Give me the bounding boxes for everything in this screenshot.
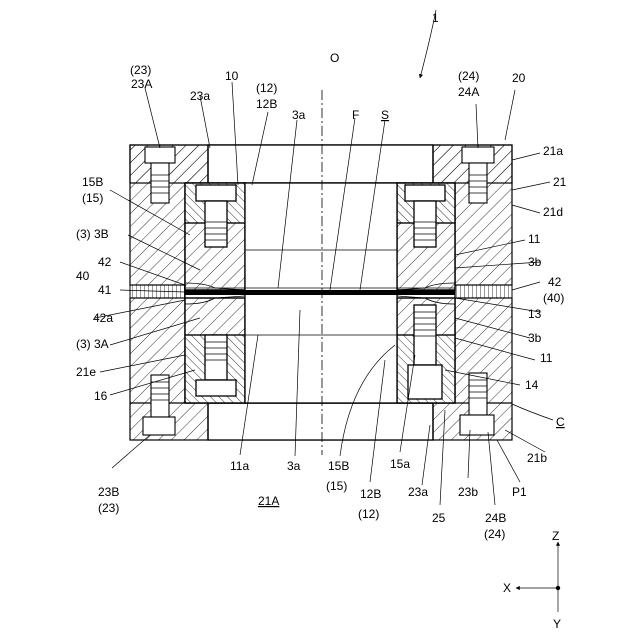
left-lower-holder — [185, 298, 245, 403]
label-21: 21 — [553, 175, 567, 189]
axis-x-label: X — [503, 581, 511, 595]
label-42-right: 42 — [548, 275, 562, 289]
label-3b-upper: 3b — [528, 255, 542, 269]
label-13: 13 — [528, 307, 542, 321]
label-24A: 24A — [458, 85, 479, 99]
label-24B: 24B — [485, 511, 506, 525]
label-23-paren-top: (23) — [130, 63, 151, 77]
label-24-paren-top: (24) — [458, 69, 479, 83]
label-12-paren-top: (12) — [256, 81, 277, 95]
label-40-left: 40 — [76, 269, 90, 283]
label-11a: 11a — [230, 459, 249, 473]
label-11-upper: 11 — [528, 232, 541, 246]
label-15-paren-bottom: (15) — [326, 479, 347, 493]
label-23b: 23b — [458, 485, 478, 499]
label-F: F — [352, 108, 359, 122]
label-15B-bottom: 15B — [328, 459, 349, 473]
figure-number-label: 1 — [432, 11, 439, 25]
label-3-3B: (3) 3B — [76, 227, 109, 241]
label-12B-top: 12B — [256, 97, 277, 111]
label-14: 14 — [525, 378, 539, 392]
label-23-paren-bottom: (23) — [98, 501, 119, 515]
label-15B-left: 15B — [82, 175, 103, 189]
label-23A: 23A — [131, 77, 152, 91]
label-23a-bottom: 23a — [408, 485, 428, 499]
label-12-paren-bottom: (12) — [358, 507, 379, 521]
label-23B: 23B — [98, 485, 119, 499]
label-25: 25 — [432, 511, 446, 525]
label-23a-top: 23a — [190, 89, 210, 103]
label-3a-bottom: 3a — [287, 459, 301, 473]
left-upper-holder — [185, 183, 245, 290]
label-16: 16 — [94, 389, 108, 403]
label-12B-bottom: 12B — [360, 487, 381, 501]
label-P1: P1 — [512, 485, 527, 499]
right-upper-holder — [397, 183, 455, 290]
axis-y-label: Y — [553, 617, 561, 631]
label-40-paren-right: (40) — [543, 291, 564, 305]
axis-z-label: Z — [552, 529, 559, 543]
label-21d: 21d — [543, 205, 563, 219]
label-15-paren-left: (15) — [82, 191, 103, 205]
label-21a: 21a — [543, 144, 563, 158]
label-20: 20 — [512, 71, 526, 85]
label-O: O — [330, 51, 339, 65]
label-15a: 15a — [390, 457, 410, 471]
label-24-paren-bottom: (24) — [484, 527, 505, 541]
label-42a: 42a — [93, 311, 113, 325]
label-41: 41 — [98, 283, 112, 297]
label-42-left: 42 — [98, 255, 112, 269]
label-11-lower: 11 — [540, 351, 553, 365]
label-3-3A: (3) 3A — [76, 337, 109, 351]
label-3b-lower: 3b — [528, 331, 542, 345]
label-21e: 21e — [76, 365, 96, 379]
right-lower-holder — [397, 298, 455, 403]
label-C: C — [556, 415, 565, 429]
label-21A: 21A — [258, 494, 279, 508]
label-21b: 21b — [527, 451, 547, 465]
label-10: 10 — [225, 69, 239, 83]
coordinate-axes: Z X Y — [503, 529, 561, 631]
label-S: S — [381, 108, 389, 122]
label-3a-top: 3a — [292, 108, 306, 122]
